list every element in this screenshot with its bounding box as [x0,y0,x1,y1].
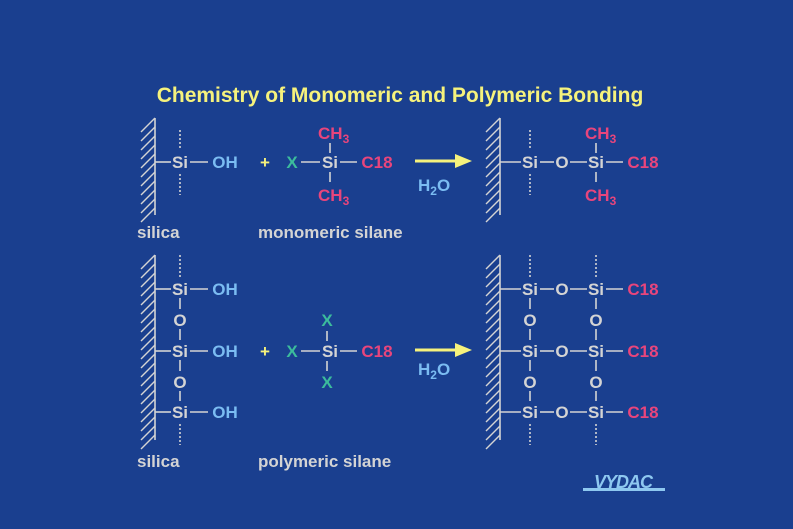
subscript: 2 [430,368,437,382]
svg-text:VYDAC: VYDAC [594,472,654,492]
polymeric-silane: X X Si C18 X [286,311,392,392]
ch3-group: CH [318,186,343,205]
si-atom: Si [172,153,188,172]
monomeric-product: Si O Si C18 CH3 CH3 [500,124,659,208]
monomeric-silane-label: monomeric silane [258,223,403,242]
o-atom: O [555,342,568,361]
ch3-group: CH [585,186,610,205]
si-atom: Si [522,280,538,299]
hatched-wall [140,117,156,223]
water-o: O [437,176,450,195]
si-atom: Si [322,153,338,172]
c18-group: C18 [627,403,658,422]
silica-label: silica [137,452,180,471]
si-atom: Si [322,342,338,361]
o-atom: O [589,373,602,392]
o-atom: O [555,153,568,172]
vydac-logo: VYDAC [583,472,665,492]
reaction-arrow-icon [415,343,472,357]
hatched-wall [485,254,501,450]
o-atom: O [555,403,568,422]
silica-label: silica [137,223,180,242]
water-label: H [418,176,430,195]
x-group: X [321,311,333,330]
plus-sign: + [260,153,270,172]
svg-text:CH3: CH3 [585,124,617,146]
ch3-group: CH [318,124,343,143]
x-group: X [286,153,298,172]
ch3-group: CH [585,124,610,143]
subscript: 2 [430,184,437,198]
si-atom: Si [172,403,188,422]
subscript: 3 [343,194,350,208]
c18-group: C18 [361,342,392,361]
si-atom: Si [172,342,188,361]
o-atom: O [589,311,602,330]
monomeric-silane: X Si C18 CH3 CH3 [286,124,392,208]
polymeric-silane-label: polymeric silane [258,452,391,471]
o-atom: O [173,311,186,330]
water-o: O [437,360,450,379]
subscript: 3 [343,132,350,146]
si-atom: Si [588,153,604,172]
subscript: 3 [610,194,617,208]
svg-text:H2O: H2O [418,176,450,198]
si-atom: Si [172,280,188,299]
oh-group: OH [212,342,238,361]
svg-text:H2O: H2O [418,360,450,382]
subscript: 3 [610,132,617,146]
o-atom: O [523,311,536,330]
diagram-title: Chemistry of Monomeric and Polymeric Bon… [157,84,644,107]
si-atom: Si [522,403,538,422]
c18-group: C18 [627,153,658,172]
o-atom: O [173,373,186,392]
hatched-wall [140,254,156,450]
o-atom: O [555,280,568,299]
water-label: H [418,360,430,379]
polymeric-silica: Si OH O Si OH O Si OH [155,255,238,445]
c18-group: C18 [627,342,658,361]
reaction-arrow-icon [415,154,472,168]
hatched-wall [485,117,501,223]
oh-group: OH [212,153,238,172]
oh-group: OH [212,403,238,422]
silica-walls [140,117,501,450]
monomeric-silica: Si OH [155,130,238,195]
plus-sign: + [260,342,270,361]
si-atom: Si [588,280,604,299]
x-group: X [286,342,298,361]
si-atom: Si [522,342,538,361]
c18-group: C18 [627,280,658,299]
c18-group: C18 [361,153,392,172]
svg-text:CH3: CH3 [318,124,350,146]
svg-text:CH3: CH3 [585,186,617,208]
x-group: X [321,373,333,392]
svg-text:CH3: CH3 [318,186,350,208]
o-atom: O [523,373,536,392]
oh-group: OH [212,280,238,299]
si-atom: Si [588,342,604,361]
si-atom: Si [588,403,604,422]
si-atom: Si [522,153,538,172]
